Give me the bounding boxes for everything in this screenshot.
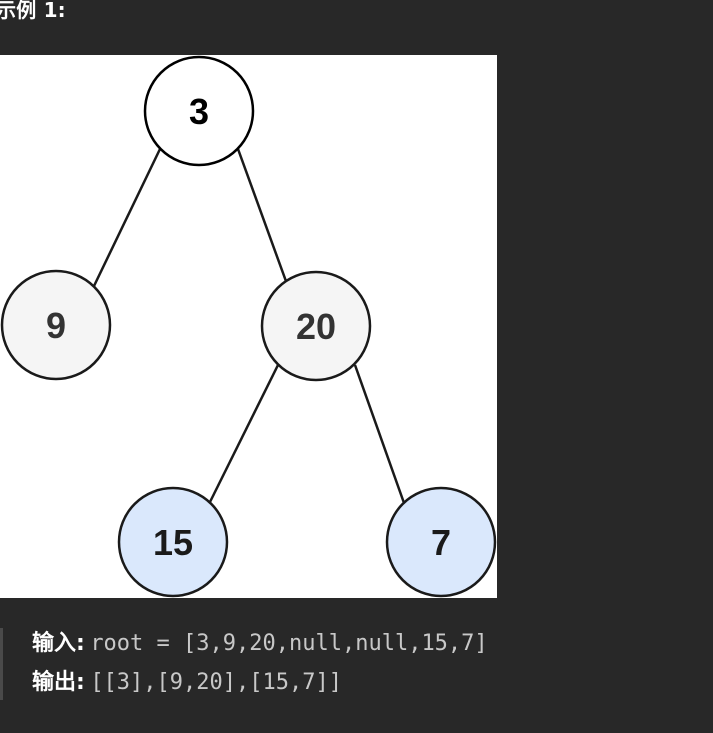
tree-diagram: 3 9 20 15 7 — [0, 55, 497, 598]
edge-20-15 — [206, 364, 280, 507]
input-line: 输入: root = [3,9,20,null,null,15,7] — [32, 628, 488, 659]
edge-3-20 — [236, 148, 289, 285]
quote-bar — [0, 628, 3, 700]
node-label-right: 20 — [296, 306, 336, 347]
tree-node-root: 3 — [143, 55, 255, 167]
node-label-left: 9 — [46, 305, 66, 346]
node-label-right-left: 15 — [153, 522, 193, 563]
tree-node-right-right: 7 — [385, 486, 497, 598]
tree-node-left: 9 — [0, 269, 112, 381]
example-heading: 示例 1: — [0, 0, 66, 22]
edge-3-9 — [92, 148, 162, 287]
edge-20-7 — [353, 364, 406, 504]
node-label-root: 3 — [189, 91, 209, 132]
node-label-right-right: 7 — [431, 522, 451, 563]
output-label: 输出: — [32, 670, 85, 695]
output-value: [[3],[9,20],[15,7]] — [90, 670, 342, 695]
tree-node-right-left: 15 — [117, 486, 229, 598]
example-io-block: 输入: root = [3,9,20,null,null,15,7] 输出: [… — [0, 626, 713, 706]
tree-node-right: 20 — [260, 270, 372, 382]
output-line: 输出: [[3],[9,20],[15,7]] — [32, 667, 342, 698]
input-value: root = [3,9,20,null,null,15,7] — [90, 631, 488, 656]
tree-figure: 3 9 20 15 7 — [0, 55, 497, 598]
input-label: 输入: — [32, 631, 85, 656]
